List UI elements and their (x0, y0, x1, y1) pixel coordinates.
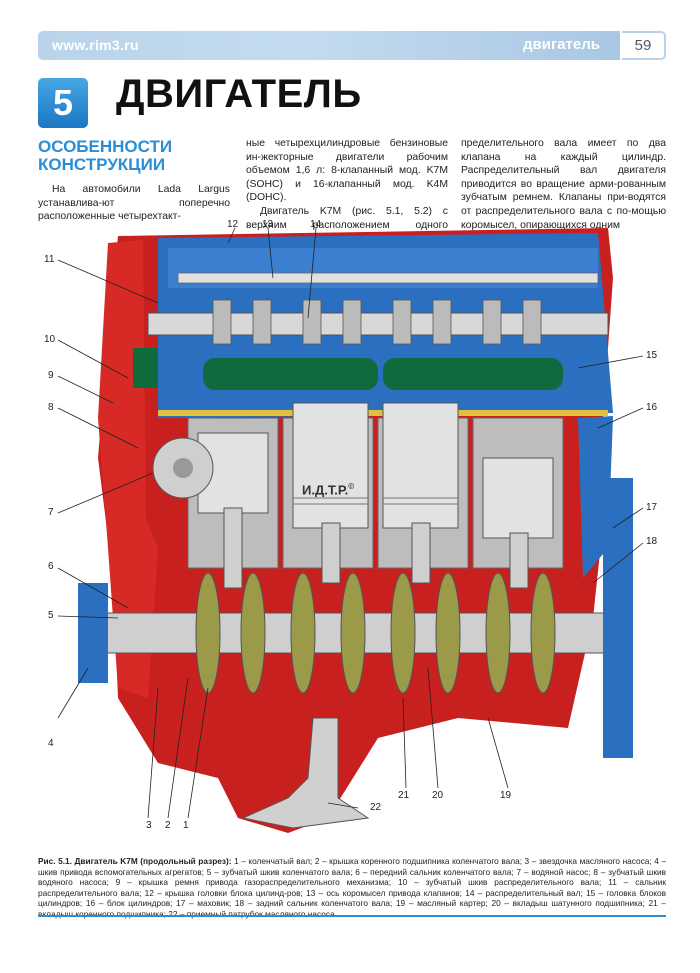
crank-webs (195, 572, 556, 694)
callout-5: 5 (48, 610, 54, 621)
callout-10: 10 (44, 334, 56, 345)
callout-9: 9 (48, 370, 54, 381)
callout-22: 22 (370, 802, 382, 813)
callout-1: 1 (183, 820, 189, 831)
callout-11: 11 (44, 254, 55, 265)
section-subtitle: ОСОБЕННОСТИ КОНСТРУКЦИИ (38, 138, 228, 174)
chapter-title: ДВИГАТЕЛЬ (116, 72, 362, 116)
cam-lobes (212, 299, 542, 345)
engine-illustration (57, 227, 644, 833)
callout-3: 3 (146, 820, 152, 831)
oil-pickup (241, 717, 370, 829)
flywheel (603, 478, 633, 758)
callout-21: 21 (398, 790, 410, 801)
callout-15: 15 (646, 350, 658, 361)
chapter-number-badge: 5 (38, 78, 88, 128)
piston-rings (293, 497, 458, 505)
caption-body: 1 – коленчатый вал; 2 – крышка коренного… (38, 856, 666, 919)
header-band: www.rim3.ru двигатель (38, 31, 620, 60)
page-number: 59 (622, 31, 666, 60)
watermark-text: И.Д.Т.Р. (302, 482, 349, 498)
watermark-copyright: © (348, 482, 355, 491)
site-url[interactable]: www.rim3.ru (52, 37, 139, 53)
figure-caption: Рис. 5.1. Двигатель K7M (продольный разр… (38, 856, 666, 920)
pistons (197, 402, 554, 539)
watermark: И.Д.Т.Р.© (302, 482, 354, 497)
engine-cutaway-figure: И.Д.Т.Р.© 1 2 3 4 5 6 7 8 9 10 11 12 13 … (38, 218, 666, 852)
callout-13: 13 (262, 219, 274, 230)
footer-rule (38, 915, 666, 917)
callout-19: 19 (500, 790, 512, 801)
paragraph: ные четырехцилиндровые бензиновые ин-жек… (246, 138, 448, 204)
callout-12: 12 (227, 219, 239, 230)
intake-port (203, 358, 378, 390)
rocker-shaft (177, 272, 599, 284)
exhaust-port (383, 358, 563, 390)
front-pulley (78, 583, 108, 683)
callout-4: 4 (48, 738, 54, 749)
water-pump-hub (173, 458, 193, 478)
caption-lead: Рис. 5.1. Двигатель K7M (продольный разр… (38, 856, 232, 866)
subtitle-line-2: КОНСТРУКЦИИ (38, 155, 166, 174)
paragraph: пределительного вала имеет по два клапан… (461, 138, 666, 231)
callout-leaders (57, 227, 644, 819)
callout-6: 6 (48, 561, 54, 572)
callout-8: 8 (48, 402, 54, 413)
subtitle-line-1: ОСОБЕННОСТИ (38, 137, 173, 156)
text-column-3: пределительного вала имеет по два клапан… (461, 137, 666, 232)
section-label: двигатель (523, 36, 600, 53)
callout-14: 14 (310, 219, 322, 230)
callout-20: 20 (432, 790, 444, 801)
paragraph: На автомобили Lada Largus устанавлива-ют… (38, 184, 230, 223)
callout-16: 16 (646, 402, 658, 413)
water-jacket (133, 348, 158, 388)
callout-18: 18 (646, 536, 658, 547)
connecting-rods (223, 507, 529, 589)
callout-7: 7 (48, 507, 54, 518)
callout-2: 2 (165, 820, 171, 831)
text-column-1: На автомобили Lada Largus устанавлива-ют… (38, 183, 230, 224)
callout-17: 17 (646, 502, 658, 513)
